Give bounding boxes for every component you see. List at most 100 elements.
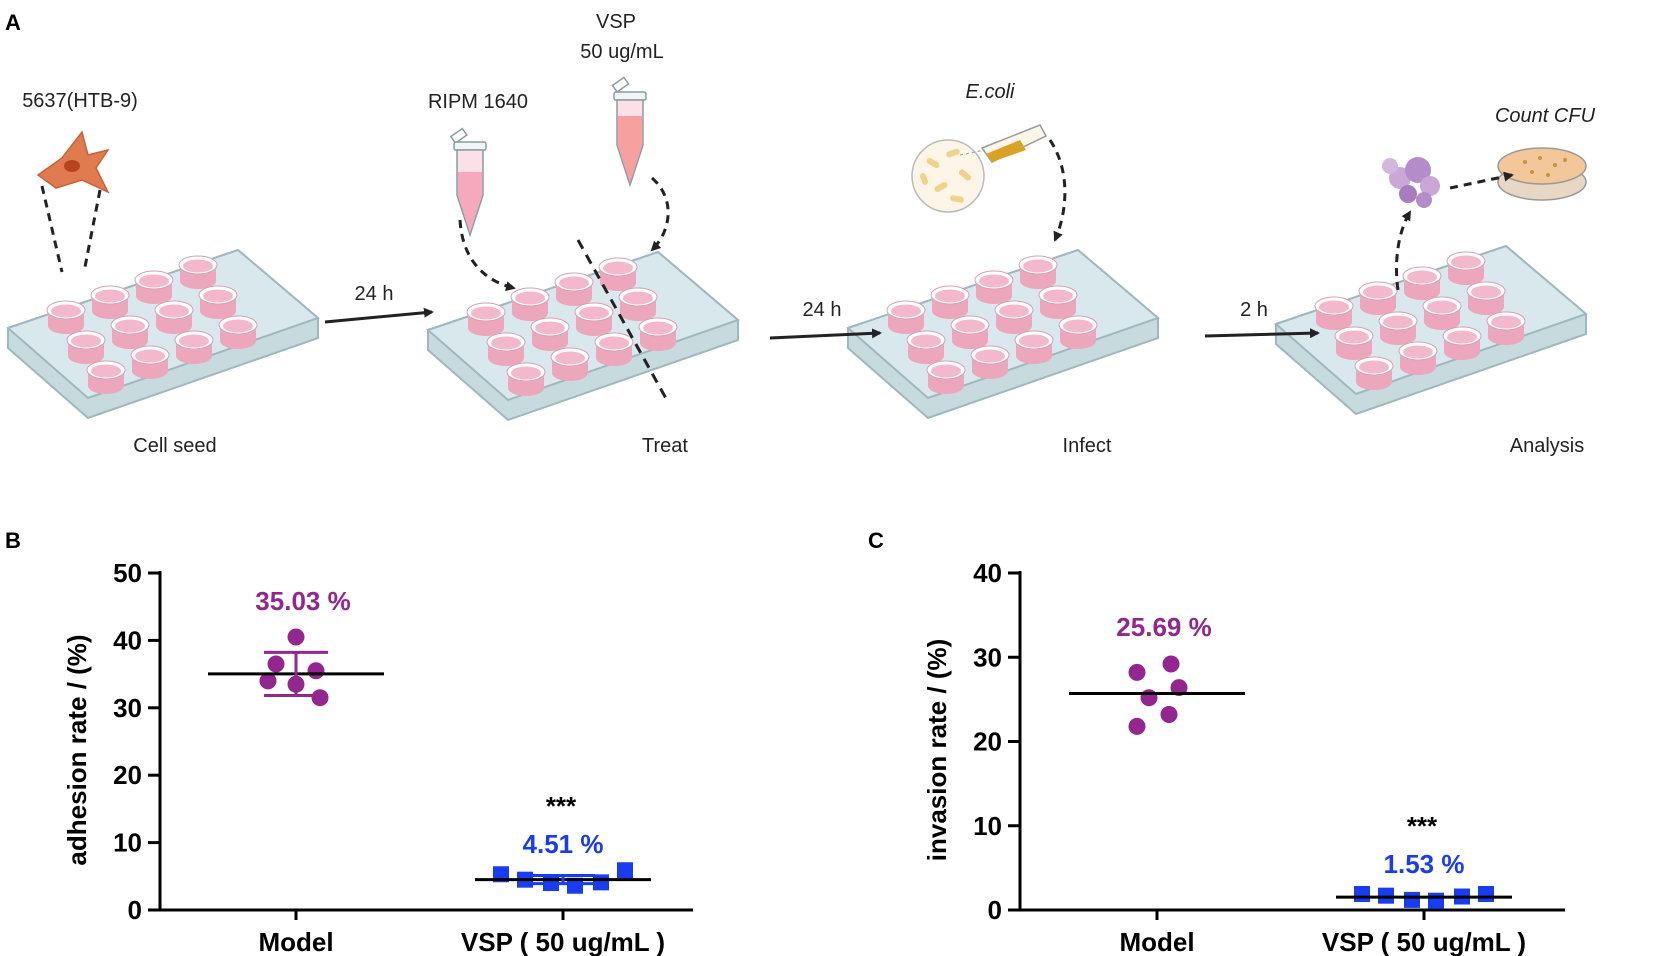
- step-arrow: [769, 328, 882, 340]
- stage-label-cell-seed: Cell seed: [133, 435, 216, 457]
- plate-well: [906, 330, 946, 364]
- plate-well: [886, 300, 926, 334]
- panel-label-c: C: [868, 528, 884, 553]
- panel-label-b: B: [5, 528, 21, 553]
- plate-well: [1378, 311, 1418, 345]
- dashed-pointer: [1395, 210, 1412, 291]
- plate-well: [1314, 296, 1354, 330]
- plate-well: [638, 317, 678, 351]
- mean-label: 4.51 %: [523, 829, 604, 859]
- dashed-pointer: [1048, 139, 1067, 242]
- plate-well: [1354, 356, 1394, 390]
- x-tick-label: VSP ( 50 ug/mL ): [461, 927, 665, 956]
- data-point: [1162, 655, 1180, 673]
- drug-tube-icon: [611, 76, 647, 188]
- plate-well: [950, 315, 990, 349]
- mean-label: 35.03 %: [255, 586, 350, 616]
- mean-label: 1.53 %: [1384, 849, 1465, 879]
- plate-well: [1014, 330, 1054, 364]
- plate-well: [154, 300, 194, 334]
- data-point: [593, 874, 609, 891]
- y-tick-label: 50: [113, 558, 142, 588]
- y-tick-label: 40: [973, 558, 1002, 588]
- cell-line-label: 5637(HTB-9): [22, 90, 138, 112]
- data-point: [1354, 885, 1370, 902]
- data-point: [1478, 885, 1494, 902]
- plate-well: [930, 285, 970, 319]
- plate-well: [466, 302, 506, 336]
- drug-label-line1: VSP: [596, 11, 636, 33]
- workflow-schematic: Cell seed Treat Infect Analysis 24 h 24 …: [6, 11, 1596, 457]
- data-point: [287, 628, 305, 646]
- medium-label: RIPM 1640: [428, 91, 528, 113]
- step-arrow: [1204, 328, 1320, 339]
- cell-plate: [1274, 244, 1588, 416]
- y-tick-label: 0: [128, 895, 142, 925]
- chart-axes: [1018, 571, 1565, 920]
- data-point: [1128, 717, 1146, 735]
- data-point: [259, 672, 277, 690]
- plate-well: [1446, 251, 1486, 285]
- plate-well: [1334, 326, 1374, 360]
- plate-well: [46, 300, 86, 334]
- plate-well: [1038, 285, 1078, 319]
- plate-well: [1422, 296, 1462, 330]
- plate-well: [598, 257, 638, 291]
- plate-well: [1398, 341, 1438, 375]
- y-tick-label: 20: [113, 760, 142, 790]
- data-point: [1128, 663, 1146, 681]
- plate-well: [1358, 281, 1398, 315]
- y-axis-label: adhesion rate / (%): [62, 634, 92, 865]
- data-point: [1428, 892, 1444, 909]
- x-tick-label: Model: [1119, 927, 1194, 956]
- data-point: [1160, 706, 1178, 724]
- y-axis-label: invasion rate / (%): [922, 639, 952, 862]
- plate-well: [486, 332, 526, 366]
- plate-well: [218, 315, 258, 349]
- cell-plate: [6, 248, 320, 420]
- y-tick-label: 30: [973, 642, 1002, 672]
- plate-well: [66, 330, 106, 364]
- chart-axes: [158, 571, 693, 920]
- panel-label-a: A: [5, 10, 21, 35]
- stage-label-treat: Treat: [642, 435, 688, 457]
- data-point: [1170, 679, 1188, 697]
- plate-well: [174, 330, 214, 364]
- plate-well: [1466, 281, 1506, 315]
- mean-label: 25.69 %: [1116, 612, 1211, 642]
- cell-plate: [426, 250, 740, 422]
- data-point: [267, 655, 285, 673]
- bacteria-culture-icon: [911, 124, 1048, 213]
- stage-label-infect: Infect: [1063, 435, 1112, 457]
- readout-label: Count CFU: [1495, 105, 1596, 127]
- plate-well: [1442, 326, 1482, 360]
- plate-well: [574, 302, 614, 336]
- duration-label: 2 h: [1240, 299, 1268, 321]
- x-tick-label: VSP ( 50 ug/mL ): [1322, 927, 1526, 956]
- dashed-pointer: [458, 219, 516, 292]
- plate-well: [1018, 255, 1058, 289]
- plate-well: [86, 360, 126, 394]
- y-tick-label: 0: [988, 895, 1002, 925]
- x-tick-label: Model: [258, 927, 333, 956]
- plate-well: [510, 287, 550, 321]
- data-point: [617, 862, 633, 879]
- plate-well: [90, 285, 130, 319]
- plate-well: [506, 362, 546, 396]
- plate-well: [926, 360, 966, 394]
- plate-well: [1402, 266, 1442, 300]
- cell-lysate-icon: [1382, 157, 1440, 208]
- drug-label-line2: 50 ug/mL: [580, 41, 663, 63]
- plate-well: [554, 272, 594, 306]
- cell-icon: [36, 130, 110, 194]
- plate-well: [594, 332, 634, 366]
- duration-label: 24 h: [355, 283, 394, 305]
- dashed-pointer: [1449, 171, 1514, 190]
- dashed-divider: [576, 239, 670, 403]
- step-arrow: [324, 307, 434, 324]
- plate-well: [178, 255, 218, 289]
- y-tick-label: 40: [113, 625, 142, 655]
- cell-plate: [846, 248, 1160, 420]
